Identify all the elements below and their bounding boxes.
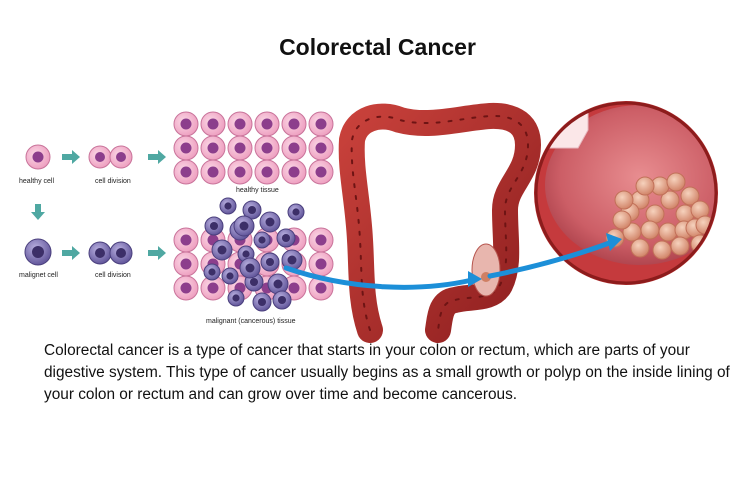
label-cell-division-2: cell division xyxy=(95,272,131,279)
malignant-cell-division xyxy=(88,241,133,265)
malignant-cell xyxy=(24,238,52,266)
label-malignet-cell: malignet cell xyxy=(19,272,58,279)
colon-illustration xyxy=(338,102,541,343)
arrow-right-icon xyxy=(62,246,80,260)
diagram-title: Colorectal Cancer xyxy=(279,34,476,60)
label-healthy-cell: healthy cell xyxy=(19,178,55,185)
healthy-tissue xyxy=(173,111,334,185)
arrow-right-icon xyxy=(148,150,166,164)
arrow-down-icon xyxy=(31,204,45,220)
malignant-tissue xyxy=(173,197,334,312)
healthy-cell-division xyxy=(88,145,133,169)
label-healthy-tissue: healthy tissue xyxy=(236,187,279,194)
polyp-closeup xyxy=(534,101,718,285)
label-cell-division: cell division xyxy=(95,178,131,185)
arrow-right-icon xyxy=(148,246,166,260)
description-text: Colorectal cancer is a type of cancer th… xyxy=(44,342,730,403)
curved-arrow-icon xyxy=(283,233,622,290)
healthy-cell xyxy=(25,144,51,170)
arrow-right-icon xyxy=(62,150,80,164)
label-malignant-tissue: malignant (cancerous) tissue xyxy=(206,318,296,325)
